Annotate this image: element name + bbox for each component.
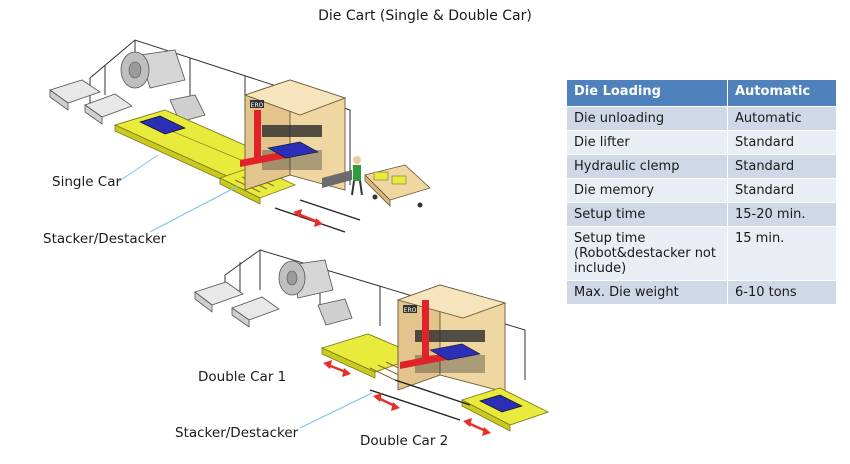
spec-header-feature: Die Loading bbox=[566, 79, 728, 107]
table-row: Die unloading Automatic bbox=[566, 106, 837, 131]
parts-trolley-top bbox=[364, 164, 431, 208]
die-cart-illustration: ERO bbox=[49, 39, 550, 436]
press-plate-text-bottom: ERO bbox=[404, 307, 417, 314]
table-row: Die memory Standard bbox=[566, 178, 837, 203]
table-row: Setup time 15-20 min. bbox=[566, 202, 837, 227]
press-plate-bottom bbox=[403, 305, 417, 313]
die-block-double-car-2 bbox=[479, 394, 523, 413]
pallet-trays-bottom bbox=[194, 281, 280, 328]
spec-value: Automatic bbox=[727, 106, 837, 131]
pointer-stacker-top bbox=[149, 185, 239, 233]
rail-track-top bbox=[274, 199, 361, 233]
pallet-trays-top bbox=[49, 79, 133, 125]
rail-track-bottom bbox=[369, 379, 471, 421]
spec-value: 15-20 min. bbox=[727, 202, 837, 227]
die-lifter-top bbox=[254, 110, 261, 162]
spec-feature: Die lifter bbox=[566, 130, 728, 155]
pointer-stacker-bottom bbox=[299, 392, 373, 429]
coil-machine-top bbox=[120, 49, 186, 89]
spec-value: Standard bbox=[727, 178, 837, 203]
motion-arrow-single-car bbox=[293, 209, 323, 227]
diagram-title: Die Cart (Single & Double Car) bbox=[318, 8, 532, 24]
label-single-car: Single Car bbox=[52, 174, 122, 190]
conveyor-top bbox=[322, 170, 352, 188]
table-row: Setup time (Robot&destacker not include)… bbox=[566, 226, 837, 281]
spec-feature: Die unloading bbox=[566, 106, 728, 131]
spec-feature: Max. Die weight bbox=[566, 280, 728, 305]
die-block-top bbox=[139, 115, 186, 135]
double-car-scene: ERO bbox=[194, 249, 550, 436]
motion-arrow-double-car-2 bbox=[463, 418, 491, 436]
spec-feature: Setup time (Robot&destacker not include) bbox=[566, 226, 728, 281]
table-row: Hydraulic clemp Standard bbox=[566, 154, 837, 179]
spec-table: Die Loading Automatic Die unloading Auto… bbox=[566, 79, 837, 305]
operator-figure-top bbox=[351, 156, 363, 196]
spec-feature: Setup time bbox=[566, 202, 728, 227]
label-double-car-1: Double Car 1 bbox=[198, 369, 287, 385]
table-row: Max. Die weight 6-10 tons bbox=[566, 280, 837, 305]
motion-arrow-stacker bbox=[373, 393, 400, 411]
spec-value: Standard bbox=[727, 154, 837, 179]
control-cabinet-bottom bbox=[317, 298, 353, 326]
double-car-2-cart bbox=[460, 387, 550, 432]
spec-value: 6-10 tons bbox=[727, 280, 837, 305]
spec-feature: Die memory bbox=[566, 178, 728, 203]
press-machine-top: ERO bbox=[240, 79, 347, 191]
spec-value: Standard bbox=[727, 130, 837, 155]
spec-table-header-row: Die Loading Automatic bbox=[566, 79, 837, 107]
die-lifter-bottom bbox=[422, 300, 429, 362]
spec-header-value: Automatic bbox=[727, 79, 837, 107]
table-row: Die lifter Standard bbox=[566, 130, 837, 155]
press-plate-top bbox=[250, 100, 264, 108]
coil-machine-bottom bbox=[278, 259, 334, 299]
press-plate-text-top: ERO bbox=[251, 102, 264, 109]
spec-feature: Hydraulic clemp bbox=[566, 154, 728, 179]
double-car-1-cart bbox=[320, 333, 422, 381]
single-car-scene: ERO bbox=[49, 39, 431, 233]
spec-value: 15 min. bbox=[727, 226, 837, 281]
motion-arrow-double-car-1 bbox=[323, 360, 351, 377]
press-machine-bottom: ERO bbox=[396, 284, 507, 393]
pointer-single-car bbox=[117, 154, 159, 183]
label-stacker-destacker-top: Stacker/Destacker bbox=[43, 231, 167, 247]
label-stacker-destacker-bottom: Stacker/Destacker bbox=[175, 425, 299, 441]
label-double-car-2: Double Car 2 bbox=[360, 433, 449, 449]
